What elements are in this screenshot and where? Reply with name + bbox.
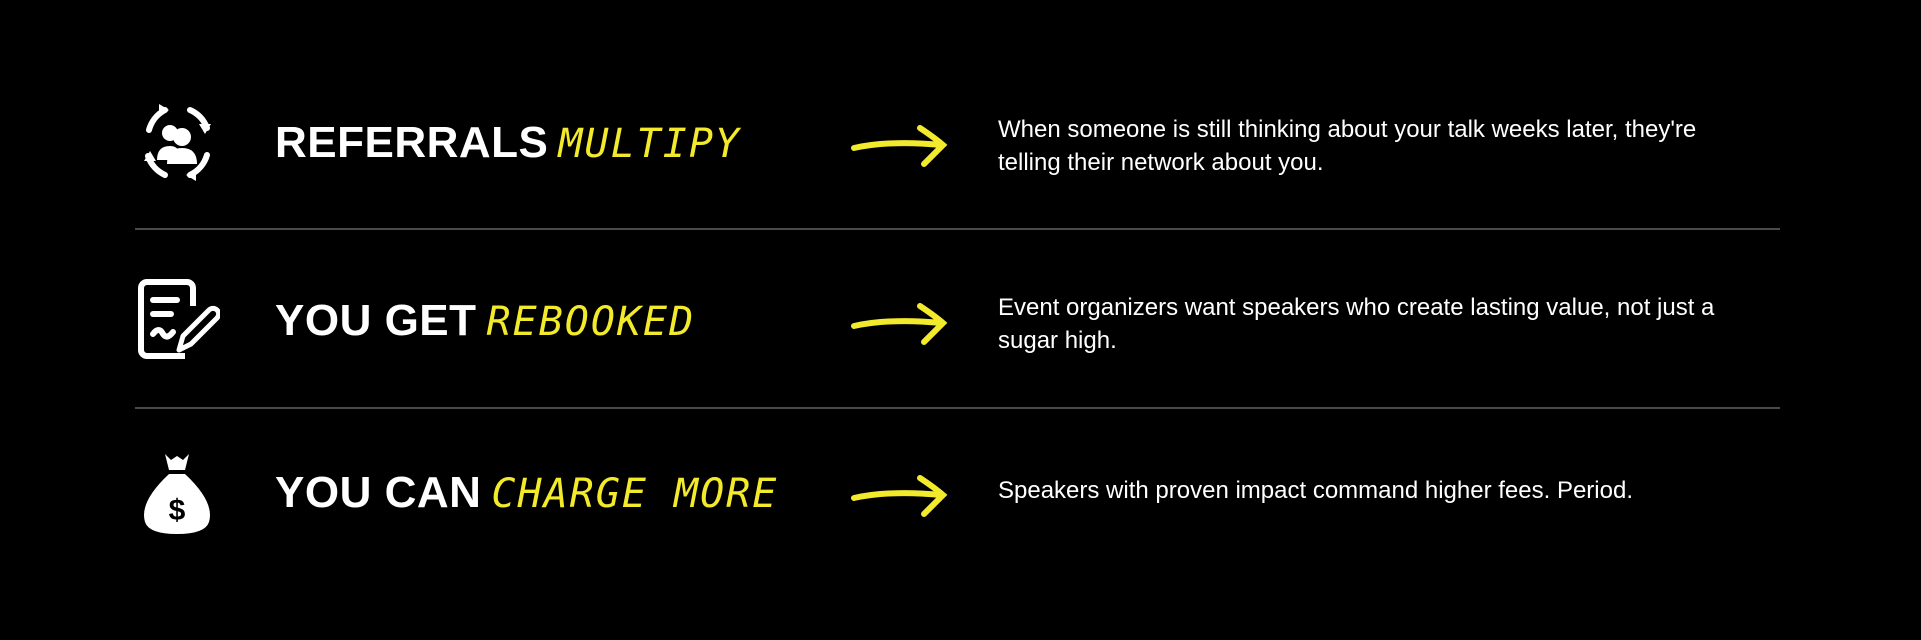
row-heading-accent: CHARGE MORE <box>491 471 779 517</box>
arrow-icon <box>851 475 948 517</box>
document-edit-icon <box>138 279 220 359</box>
arrow-icon <box>851 125 948 167</box>
money-bag-icon: $ <box>144 454 210 534</box>
referral-cycle-icon <box>144 104 211 181</box>
svg-text:$: $ <box>169 494 186 527</box>
divider <box>135 228 1780 230</box>
divider <box>135 407 1780 409</box>
row-description: Event organizers want speakers who creat… <box>998 294 1715 354</box>
arrow-icon <box>851 303 948 345</box>
row-heading-accent: MULTIPY <box>558 121 741 167</box>
row-description: When someone is still thinking about you… <box>998 116 1697 176</box>
row-description: Speakers with proven impact command high… <box>998 477 1633 504</box>
row-heading-accent: REBOOKED <box>486 299 696 345</box>
